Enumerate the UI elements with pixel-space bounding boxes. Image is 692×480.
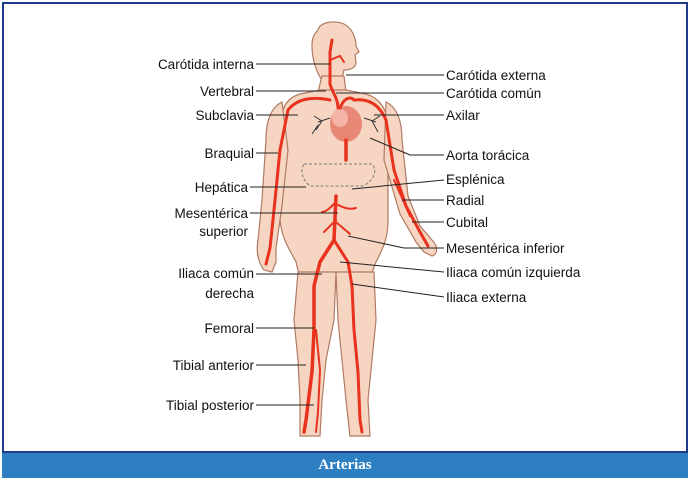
label-vertebral: Vertebral <box>200 84 254 100</box>
label-esplenica: Esplénica <box>446 172 505 188</box>
label-carotida-comun: Carótida común <box>446 86 541 102</box>
label-braquial: Braquial <box>204 146 254 162</box>
label-iliaca-comun-izquierda: Iliaca común izquierda <box>446 265 580 281</box>
body-silhouette <box>257 22 436 436</box>
figure-caption: Arterias <box>2 453 688 478</box>
label-iliaca-externa: Iliaca externa <box>446 290 526 306</box>
label-aorta-toracica: Aorta torácica <box>446 148 529 164</box>
label-iliaca-comun-derecha-line1: Iliaca común <box>178 266 254 282</box>
label-axilar: Axilar <box>446 108 480 124</box>
heart <box>330 106 362 142</box>
head-shape <box>312 22 359 80</box>
label-mesenterica-superior-line2: superior <box>199 224 248 240</box>
label-mesenterica-superior-line1: Mesentérica <box>174 206 248 222</box>
left-arm-shape <box>384 102 437 256</box>
label-femoral: Femoral <box>204 321 254 337</box>
label-tibial-posterior: Tibial posterior <box>166 398 254 414</box>
label-iliaca-comun-derecha-line2: derecha <box>205 286 254 302</box>
label-hepatica: Hepática <box>195 180 248 196</box>
label-carotida-interna: Carótida interna <box>158 57 254 73</box>
arteries-diagram <box>0 0 692 453</box>
label-radial: Radial <box>446 193 484 209</box>
label-subclavia: Subclavia <box>195 108 254 124</box>
label-mesenterica-inferior: Mesentérica inferior <box>446 241 565 257</box>
label-carotida-externa: Carótida externa <box>446 68 546 84</box>
label-tibial-anterior: Tibial anterior <box>173 358 254 374</box>
label-cubital: Cubital <box>446 215 488 231</box>
